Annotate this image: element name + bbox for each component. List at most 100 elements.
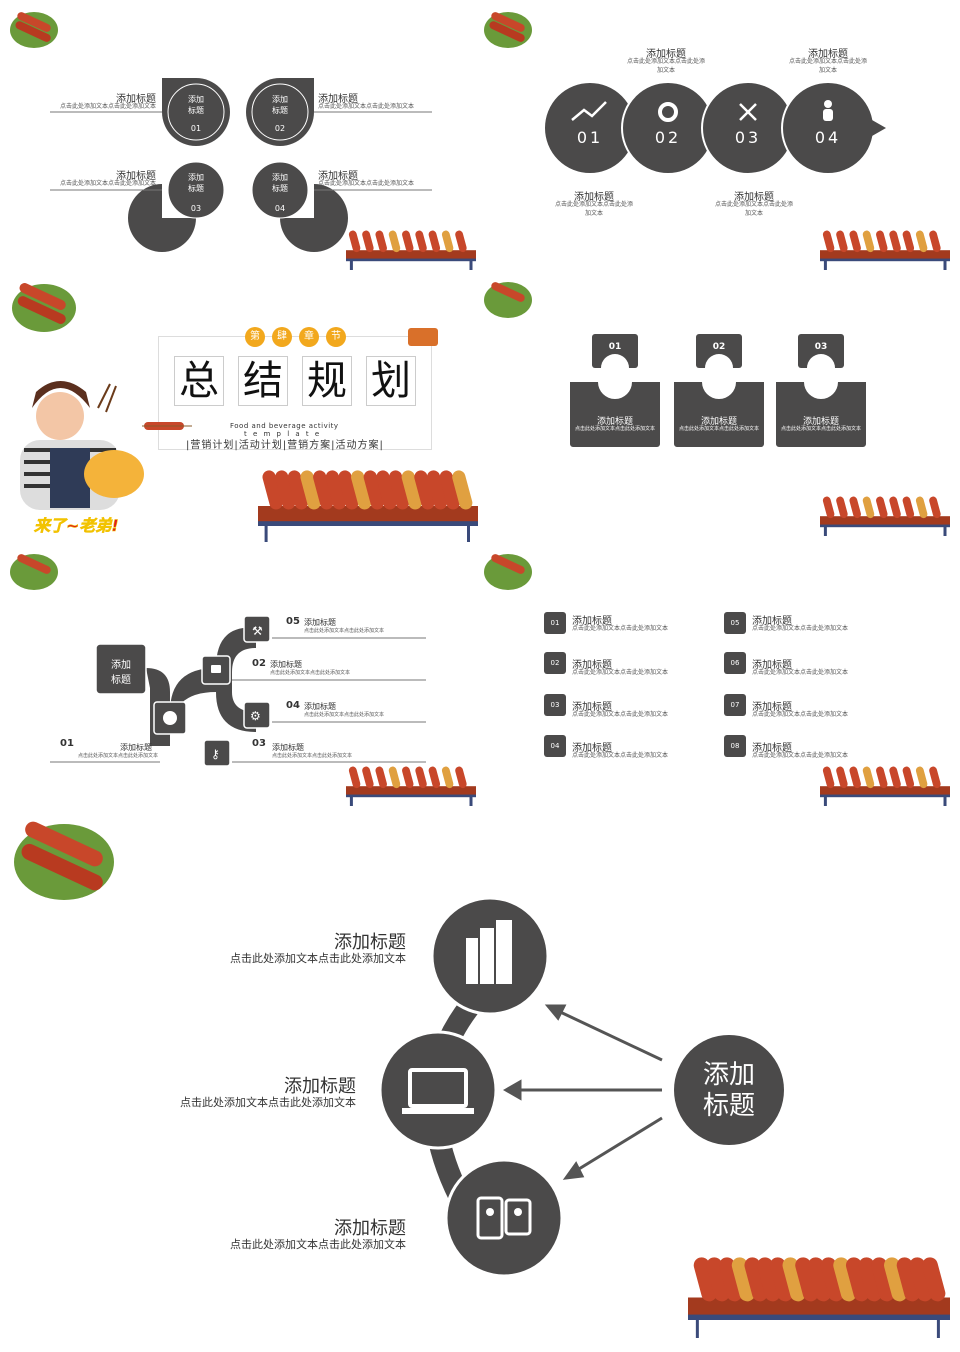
item-number: 02: [544, 652, 566, 674]
item-text: 点击此处添加文本点击此处添加文本: [572, 625, 669, 632]
person-icon: [823, 100, 833, 121]
item-text: 点击此处添加文本点击此处添加文本: [752, 669, 849, 676]
item-title: 添加标题: [752, 702, 792, 713]
grill-image: [820, 230, 950, 270]
item-text: 点击此处添加文本点击此处添加文本: [572, 669, 669, 676]
card-number: 01: [608, 342, 622, 352]
item-number: 03: [544, 694, 566, 716]
item-title: 添加标题: [334, 932, 406, 953]
skewer-plate-image: [484, 12, 532, 48]
skewer-plate-image: [484, 554, 532, 590]
circle-number: 02: [274, 124, 286, 133]
step-text: 点击此处添加文本点击此处添加文本: [714, 201, 793, 217]
item-text: 点击此处添加文本点击此处添加文本: [59, 103, 156, 110]
row-number: 04: [286, 700, 300, 711]
step-number: 01: [576, 128, 604, 147]
circle-label: 添加 标题: [272, 95, 288, 115]
title-char: 总: [174, 356, 224, 406]
aperture-icon: [163, 711, 177, 725]
steps-diagram: [543, 81, 886, 175]
card-text: 点击此处添加文本点击此处添加文本: [678, 426, 759, 432]
title-frame: [158, 336, 432, 450]
item-text: 点击此处添加文本点击此处添加文本: [59, 180, 156, 187]
step-text: 点击此处添加文本点击此处添加文本: [788, 58, 867, 74]
step-title: 添加标题: [646, 49, 686, 60]
item-title: 添加标题: [572, 660, 612, 671]
step-number: 04: [814, 128, 842, 147]
circle-number: 03: [190, 204, 202, 213]
english-subtitle-template: t e m p l a t e: [244, 430, 322, 438]
grill-image: [820, 766, 950, 806]
item-text: 点击此处添加文本点击此处添加文本: [230, 1238, 406, 1251]
card-title: 添加标题: [802, 417, 839, 427]
row-text: 点击此处添加文本点击此处添加文本: [272, 753, 353, 759]
title-char: 结: [238, 356, 288, 406]
flow-network-diagram: ⚒ ⚙ ⚷: [50, 615, 426, 767]
skewer-plate-image: [14, 821, 114, 900]
skewer-image: [142, 422, 192, 430]
center-label: 添加 标题: [111, 660, 131, 686]
title-char: 规: [302, 356, 352, 406]
item-title: 添加标题: [116, 171, 156, 182]
item-text: 点击此处添加文本点击此处添加文本: [752, 625, 849, 632]
row-title: 添加标题: [120, 743, 152, 752]
skewer-plate-image: [484, 282, 532, 318]
four-circles-diagram: [50, 78, 432, 252]
slide-four-steps: 01 02 03 04 添加标题 点击此处添加文本点击此处添加文本 添加标题 点…: [480, 0, 960, 272]
row-title: 添加标题: [270, 660, 302, 669]
chapter-char: 第: [245, 327, 265, 347]
tools-icon: ⚒: [252, 624, 263, 638]
step-title: 添加标题: [808, 49, 848, 60]
skewer-plate-image: [12, 283, 76, 332]
step-text: 点击此处添加文本点击此处添加文本: [626, 58, 705, 74]
item-text: 点击此处添加文本点击此处添加文本: [572, 711, 669, 718]
row-number: 05: [286, 616, 300, 627]
grill-image: [346, 230, 476, 270]
row-text: 点击此处添加文本点击此处添加文本: [270, 670, 351, 676]
item-number: 05: [724, 612, 746, 634]
step-title: 添加标题: [734, 192, 774, 203]
item-title: 添加标题: [752, 743, 792, 754]
handwriting-slogan: 来了~老弟!: [34, 516, 119, 536]
row-number: 03: [252, 738, 266, 749]
row-text: 点击此处添加文本点击此处添加文本: [78, 753, 159, 759]
three-icons-diagram: [378, 896, 784, 1278]
step-number: 03: [734, 128, 762, 147]
english-subtitle: Food and beverage activity: [230, 422, 339, 430]
chapter-char: 章: [299, 327, 319, 347]
item-title: 添加标题: [752, 660, 792, 671]
card-title: 添加标题: [700, 417, 737, 427]
title-char: 划: [366, 356, 416, 406]
trend-up-icon: [571, 101, 607, 121]
step-number: 02: [654, 128, 682, 147]
item-number: 01: [544, 612, 566, 634]
card-number: 03: [814, 342, 828, 352]
card-text: 点击此处添加文本点击此处添加文本: [574, 426, 655, 432]
grill-image: [258, 470, 478, 542]
skewer-plate-image: [10, 554, 58, 590]
item-title: 添加标题: [334, 1218, 406, 1239]
item-title: 添加标题: [752, 616, 792, 627]
card-number: 02: [712, 342, 726, 352]
shuffle-icon: [739, 103, 757, 121]
circle-number: 01: [190, 124, 202, 133]
circle-label: 添加 标题: [272, 173, 288, 193]
step-title: 添加标题: [574, 192, 614, 203]
chapter-char: 肆: [272, 327, 292, 347]
row-title: 添加标题: [304, 618, 336, 627]
grill-image: [346, 766, 476, 806]
item-text: 点击此处添加文本点击此处添加文本: [180, 1096, 356, 1109]
card-title: 添加标题: [596, 417, 633, 427]
key-icon: ⚷: [211, 747, 220, 761]
slide-chapter-cover: 来了~老弟! 第 肆 章 节 总 结 规 划 Food and beverage…: [0, 272, 480, 544]
skewer-image: [408, 328, 438, 346]
item-number: 06: [724, 652, 746, 674]
row-number: 02: [252, 658, 266, 669]
step-text: 点击此处添加文本点击此处添加文本: [554, 201, 633, 217]
item-text: 点击此处添加文本点击此处添加文本: [752, 752, 849, 759]
profile-cards-icon: [476, 1196, 532, 1240]
item-title: 添加标题: [572, 616, 612, 627]
item-title: 添加标题: [572, 702, 612, 713]
item-number: 08: [724, 735, 746, 757]
camera-icon: [211, 665, 221, 673]
